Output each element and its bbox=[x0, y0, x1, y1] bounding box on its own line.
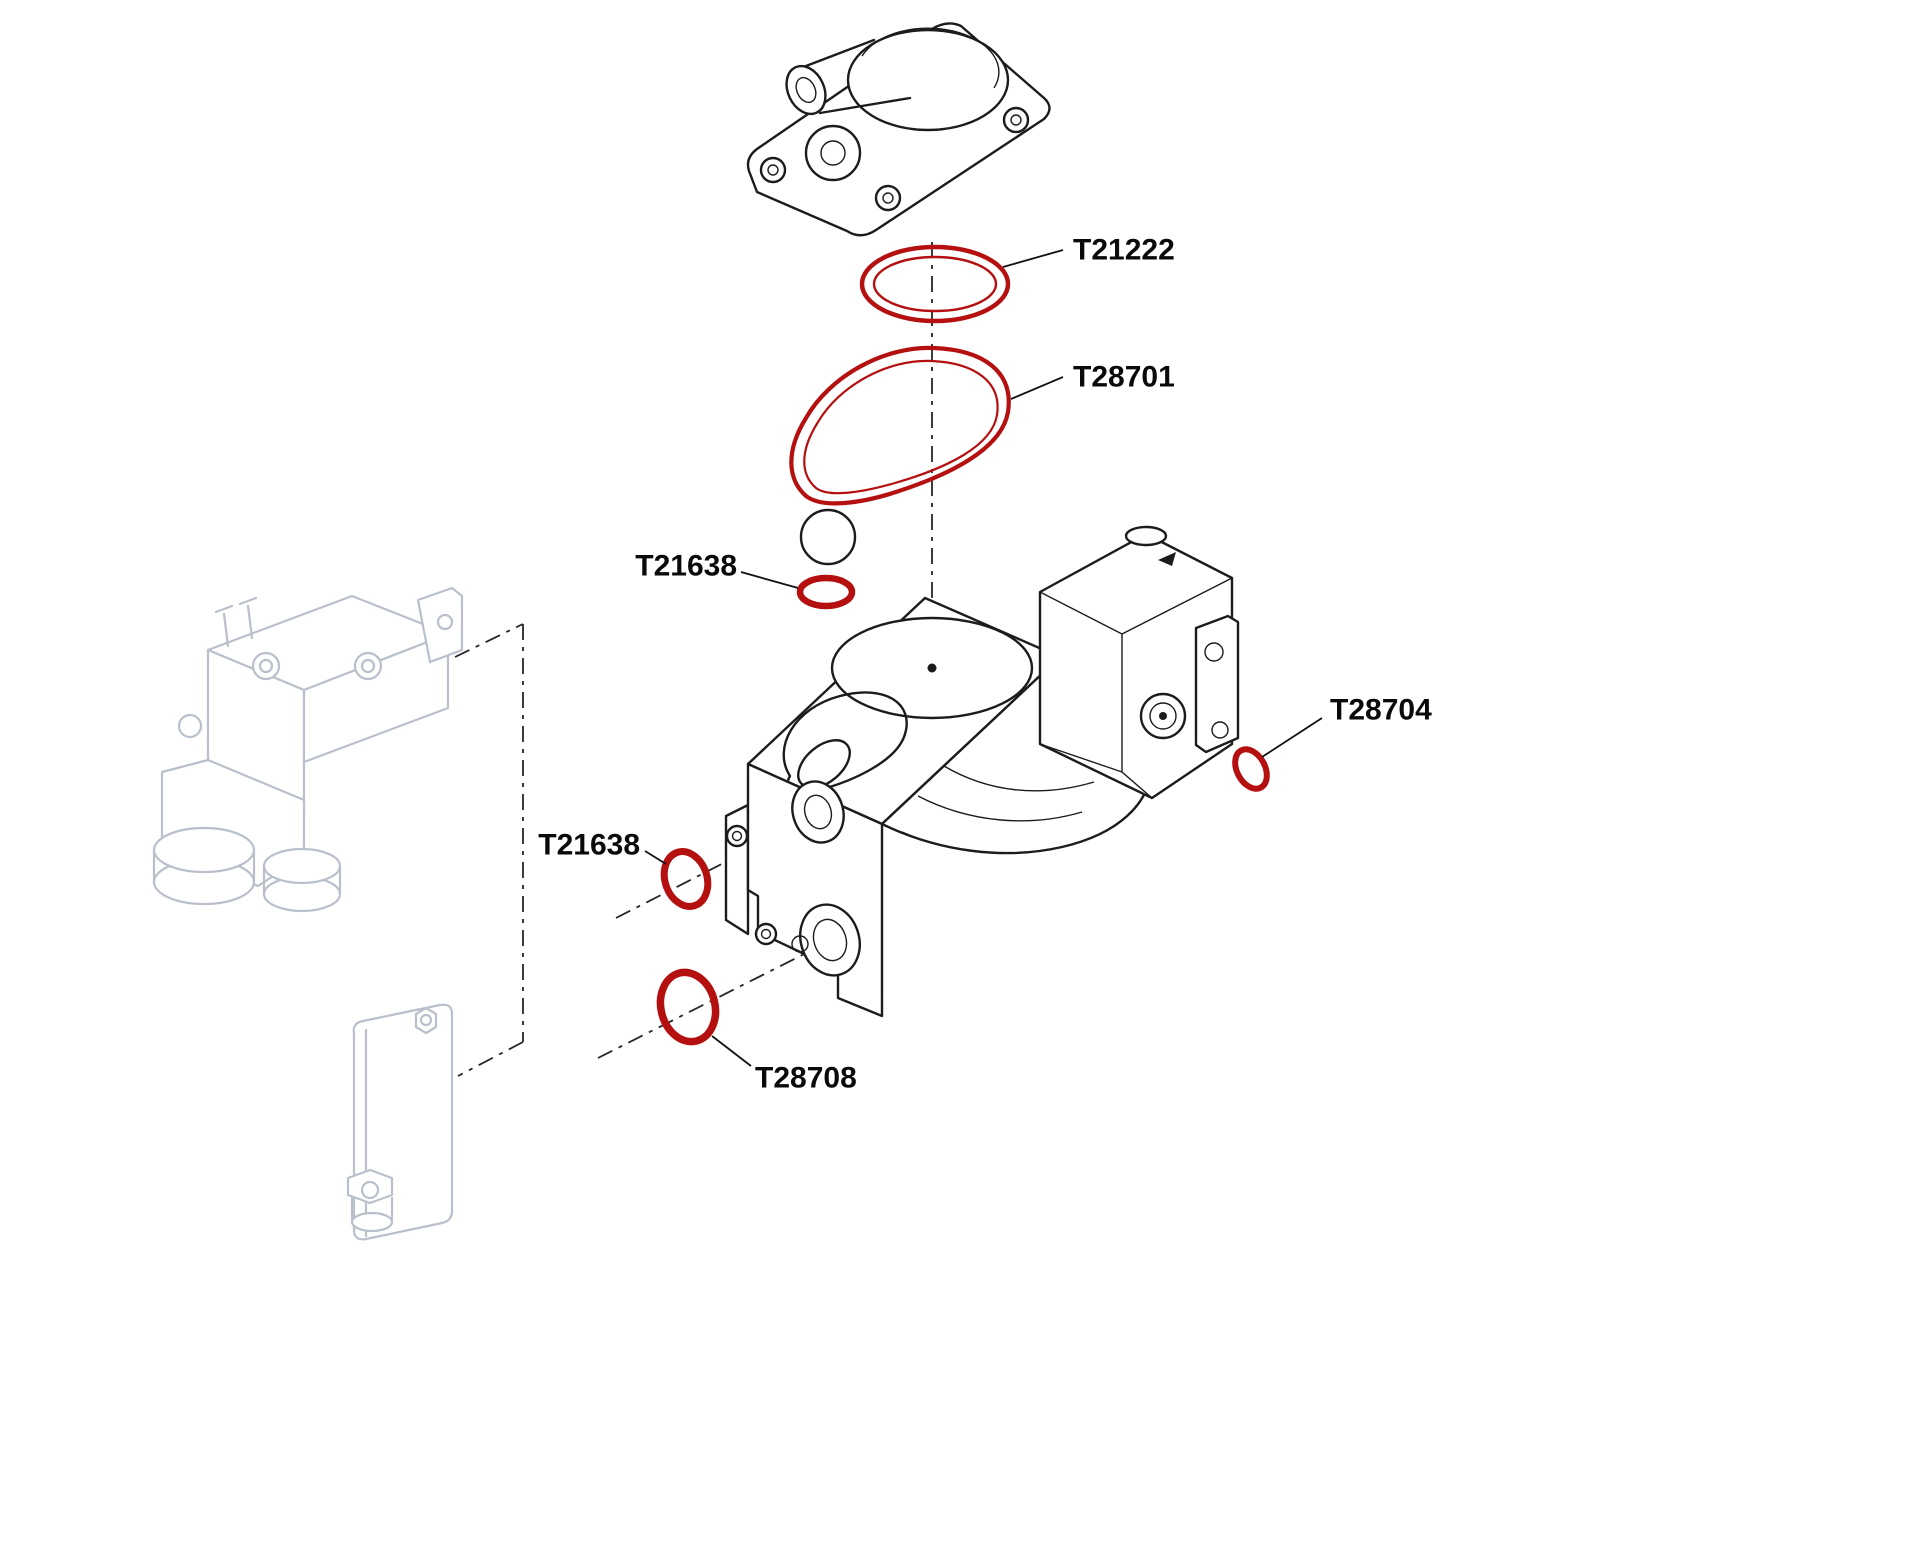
module-cylinder2-top bbox=[262, 847, 342, 885]
cover-spout bbox=[804, 38, 912, 115]
part-number-labels: T21222 T28701 T21638 T28704 T21638 T2870… bbox=[538, 234, 1432, 1095]
plate-fitting-bore bbox=[360, 1180, 380, 1200]
cover-dome-inner-arc bbox=[861, 27, 1000, 89]
cover-boss-inner bbox=[820, 140, 846, 166]
leader-t21222 bbox=[1002, 249, 1064, 268]
o-ring-inner bbox=[872, 255, 998, 313]
cover-screw bbox=[874, 184, 902, 212]
reservoir-cap bbox=[1124, 525, 1168, 547]
plate-fitting-hex bbox=[346, 1168, 394, 1205]
module-alignment-line bbox=[454, 623, 524, 658]
callout-leader-lines bbox=[644, 249, 1323, 1067]
gasket-inner bbox=[803, 359, 999, 495]
bracket-hole bbox=[1211, 721, 1229, 739]
housing-left-strip bbox=[724, 803, 750, 936]
housing-small-hole bbox=[791, 935, 809, 953]
module-terminals bbox=[214, 596, 258, 648]
module-screw-inner bbox=[360, 658, 376, 674]
plate-alignment-line bbox=[457, 1041, 524, 1077]
module-screw-inner bbox=[258, 658, 274, 674]
module-screw bbox=[251, 651, 281, 681]
o-ring-t28704 bbox=[1232, 746, 1270, 792]
housing-bolt bbox=[754, 922, 778, 946]
module-cylinder-sides bbox=[152, 848, 256, 884]
gasket-t28701 bbox=[789, 345, 1011, 506]
bracket-screw bbox=[1204, 642, 1224, 662]
part-label-t21222: T21222 bbox=[1073, 234, 1175, 267]
module-cylinder-top bbox=[152, 826, 256, 874]
check-ball bbox=[799, 508, 857, 566]
housing-right-bracket bbox=[1194, 614, 1240, 754]
housing-bolt bbox=[725, 824, 749, 848]
o-ring-large-t21222 bbox=[859, 244, 1011, 324]
reservoir-arrow-icon bbox=[1158, 552, 1176, 566]
part-label-t28704: T28704 bbox=[1330, 694, 1432, 727]
pump-cover bbox=[746, 22, 1051, 237]
plate-bolt-center bbox=[419, 1013, 433, 1027]
o-ring-outer bbox=[859, 244, 1011, 324]
housing-bolt-inner bbox=[731, 830, 743, 842]
cover-screw-inner bbox=[882, 192, 894, 204]
reservoir-valve-inner bbox=[1149, 702, 1177, 730]
cover-screw-inner bbox=[1010, 114, 1022, 126]
housing-teardrop-port bbox=[797, 739, 851, 789]
module-screw bbox=[353, 651, 383, 681]
part-label-t28708: T28708 bbox=[755, 1062, 857, 1095]
cover-screw-inner bbox=[767, 164, 779, 176]
leader-t21638-left bbox=[644, 850, 667, 865]
gasket-outer bbox=[789, 345, 1011, 506]
housing-lower-port bbox=[799, 903, 861, 977]
housing-lower-port-bore bbox=[812, 918, 848, 962]
plate-fitting-tip bbox=[350, 1211, 394, 1233]
module-bracket-hole bbox=[436, 613, 454, 631]
leader-t21638-upper bbox=[740, 571, 799, 589]
module-side-face bbox=[302, 632, 450, 764]
plate-outline bbox=[352, 1003, 454, 1241]
leader-t28704 bbox=[1261, 717, 1323, 758]
housing-rib-line bbox=[917, 795, 1083, 822]
part-label-t21638-upper: T21638 bbox=[635, 550, 737, 583]
ghost-mounting-plate bbox=[346, 1003, 454, 1241]
part-label-t28701: T28701 bbox=[1073, 361, 1175, 394]
pump-housing bbox=[724, 525, 1240, 1018]
reservoir-valve-center bbox=[1159, 712, 1167, 720]
housing-bolt-inner bbox=[760, 928, 772, 940]
cover-dome bbox=[846, 28, 1010, 132]
housing-rib-line bbox=[901, 831, 1057, 854]
module-cylinder2-sides bbox=[262, 864, 342, 896]
housing-center-point bbox=[927, 663, 937, 673]
leader-t28701 bbox=[1010, 376, 1064, 400]
reservoir-edges bbox=[1039, 577, 1233, 799]
cover-screw bbox=[1002, 106, 1030, 134]
housing-upper-port-bore bbox=[803, 794, 833, 830]
cover-screw bbox=[759, 156, 787, 184]
housing-upper-port bbox=[791, 780, 845, 844]
part-label-t21638-left: T21638 bbox=[538, 829, 640, 862]
o-ring-t28708 bbox=[656, 968, 720, 1046]
module-bracket bbox=[416, 586, 464, 664]
plate-fitting-sides bbox=[350, 1196, 394, 1224]
ghost-valve-module bbox=[152, 586, 464, 913]
housing-rib-line bbox=[943, 765, 1095, 792]
module-side-screw bbox=[177, 713, 203, 739]
cover-boss bbox=[804, 124, 862, 182]
cover-spout-opening bbox=[785, 64, 827, 116]
leader-t28708 bbox=[711, 1035, 752, 1067]
lower-port-alignment-line bbox=[597, 937, 837, 1059]
o-ring-t21638-upper bbox=[796, 574, 856, 610]
cover-spout-bore bbox=[795, 76, 817, 104]
plate-bolt bbox=[414, 1006, 438, 1035]
o-ring-t21638-left bbox=[660, 848, 712, 910]
